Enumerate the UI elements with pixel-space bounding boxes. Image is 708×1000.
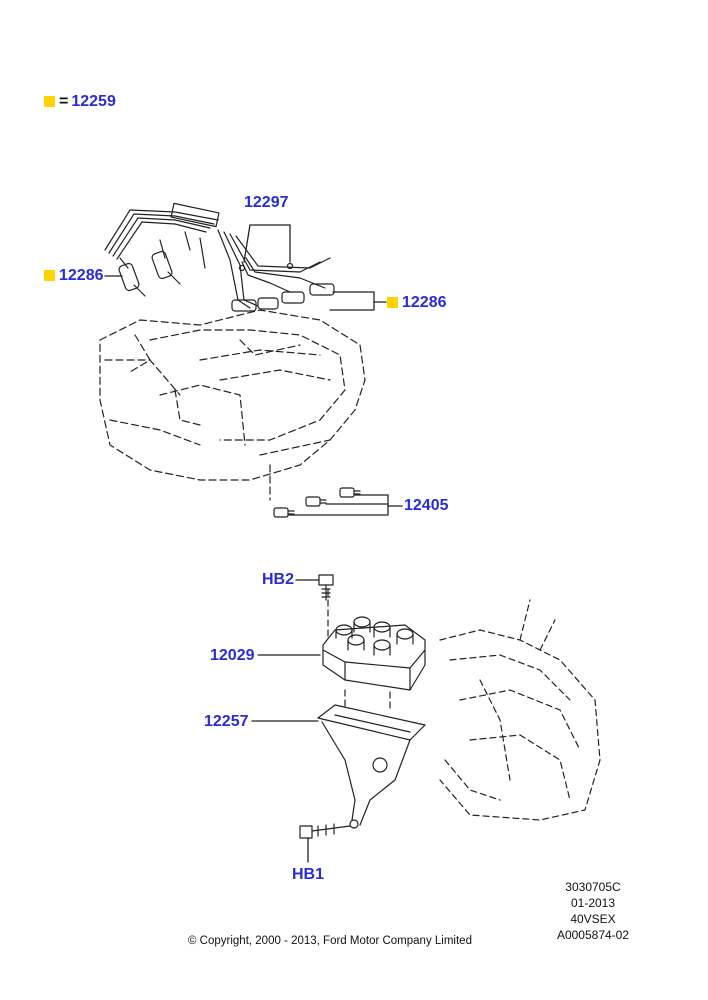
- leader-lines: [104, 224, 403, 863]
- callout-12297[interactable]: 12297: [244, 194, 289, 211]
- diagram-reference-block: 3030705C 01-2013 40VSEX A0005874-02: [548, 879, 638, 943]
- coil-bracket: [317, 704, 426, 829]
- yellow-square-marker-icon: [44, 96, 55, 107]
- legend-equals: =: [59, 93, 69, 110]
- ref-line-1: 3030705C: [565, 880, 621, 894]
- ref-line-4: A0005874-02: [556, 928, 630, 942]
- yellow-square-marker-icon: [387, 297, 398, 308]
- callout-12286-right-text: 12286: [402, 294, 447, 311]
- legend-part-number: 12259: [71, 93, 116, 110]
- wire-boots: [118, 250, 335, 312]
- ref-line-2: 01-2013: [570, 896, 616, 910]
- callout-12286-right[interactable]: 12286: [387, 295, 447, 311]
- callout-hb2[interactable]: HB2: [262, 571, 295, 588]
- callout-12286-left-text: 12286: [59, 267, 104, 284]
- callout-12029[interactable]: 12029: [210, 647, 255, 664]
- callout-hb1[interactable]: HB1: [292, 866, 325, 883]
- callout-12286-left[interactable]: 12286: [44, 268, 104, 284]
- ref-line-3: 40VSEX: [570, 912, 616, 926]
- bolt-hb1: [299, 823, 351, 839]
- ignition-coil-pack: [322, 589, 426, 713]
- callout-12257[interactable]: 12257: [204, 713, 249, 730]
- callout-12405[interactable]: 12405: [404, 497, 449, 514]
- engine-outline-lower: [439, 599, 601, 821]
- engine-outline-upper: [99, 309, 366, 501]
- spark-plugs: [273, 487, 361, 518]
- legend-12259: =12259: [44, 94, 116, 110]
- copyright-notice: © Copyright, 2000 - 2013, Ford Motor Com…: [188, 935, 472, 947]
- yellow-square-marker-icon: [44, 270, 55, 281]
- bolt-hb2: [318, 574, 334, 601]
